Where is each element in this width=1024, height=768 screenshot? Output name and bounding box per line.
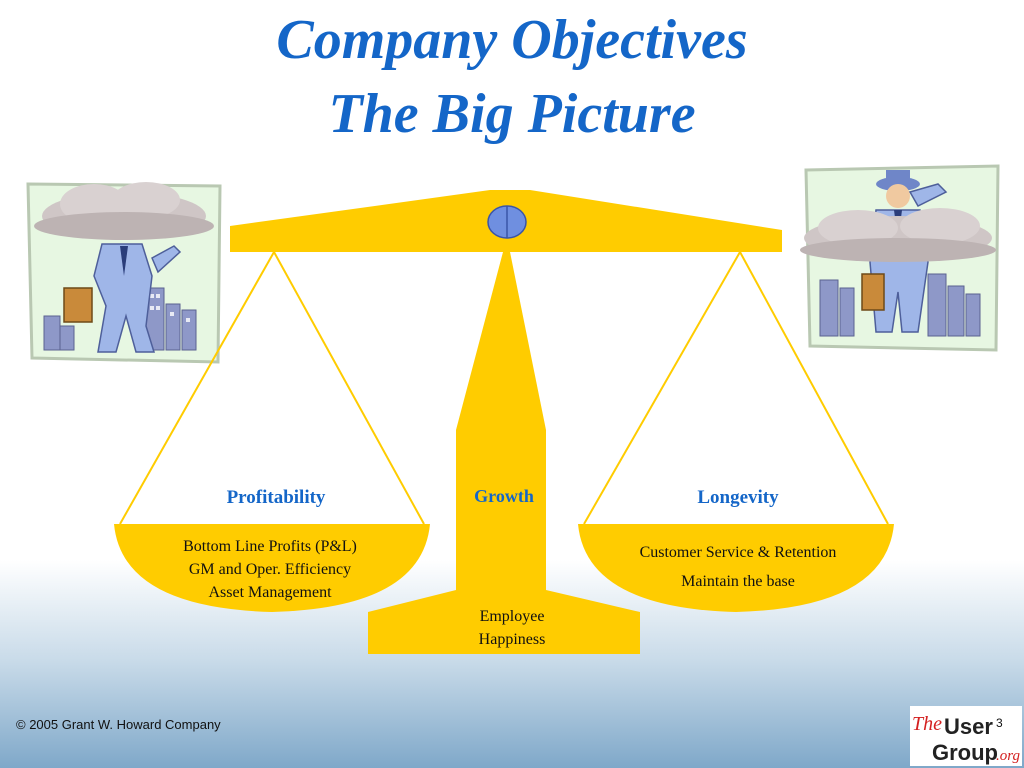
left-pan-line: GM and Oper. Efficiency bbox=[188, 561, 352, 578]
right-pan-line: Customer Service & Retention bbox=[639, 544, 837, 561]
businessman-head-in-clouds-icon bbox=[26, 182, 222, 364]
center-base-line: Employee bbox=[479, 608, 545, 625]
page-number: 3 bbox=[996, 716, 1003, 730]
left-pan-text: Bottom Line Profits (P&L) GM and Oper. E… bbox=[122, 535, 418, 604]
the-user-group-logo: The User Group .org bbox=[910, 706, 1022, 766]
scale-base bbox=[368, 590, 640, 654]
right-pan bbox=[578, 524, 894, 612]
svg-text:.org: .org bbox=[996, 748, 1021, 764]
left-pan-heading: Profitability bbox=[226, 487, 326, 508]
scale-strings bbox=[119, 251, 889, 525]
copyright-footer: © 2005 Grant W. Howard Company bbox=[16, 717, 221, 732]
left-pan-line: Asset Management bbox=[208, 584, 332, 601]
slide-title-line-2: The Big Picture bbox=[328, 83, 696, 145]
center-heading: Growth bbox=[474, 486, 534, 506]
left-pan bbox=[114, 524, 430, 612]
right-pan-heading: Longevity bbox=[697, 487, 779, 508]
slide-title-line-1: Company Objectives bbox=[276, 9, 748, 71]
svg-text:The: The bbox=[912, 713, 942, 735]
scale-post bbox=[456, 252, 546, 590]
svg-text:Group: Group bbox=[932, 740, 998, 765]
center-base-text: Employee Happiness bbox=[412, 605, 612, 651]
businessman-looking-over-clouds-icon bbox=[800, 164, 1000, 352]
right-pan-text: Customer Service & Retention Maintain th… bbox=[588, 538, 888, 596]
left-pan-line: Bottom Line Profits (P&L) bbox=[183, 538, 357, 555]
svg-text:User: User bbox=[944, 714, 993, 739]
center-base-line: Happiness bbox=[478, 631, 546, 648]
right-pan-line: Maintain the base bbox=[681, 573, 795, 590]
